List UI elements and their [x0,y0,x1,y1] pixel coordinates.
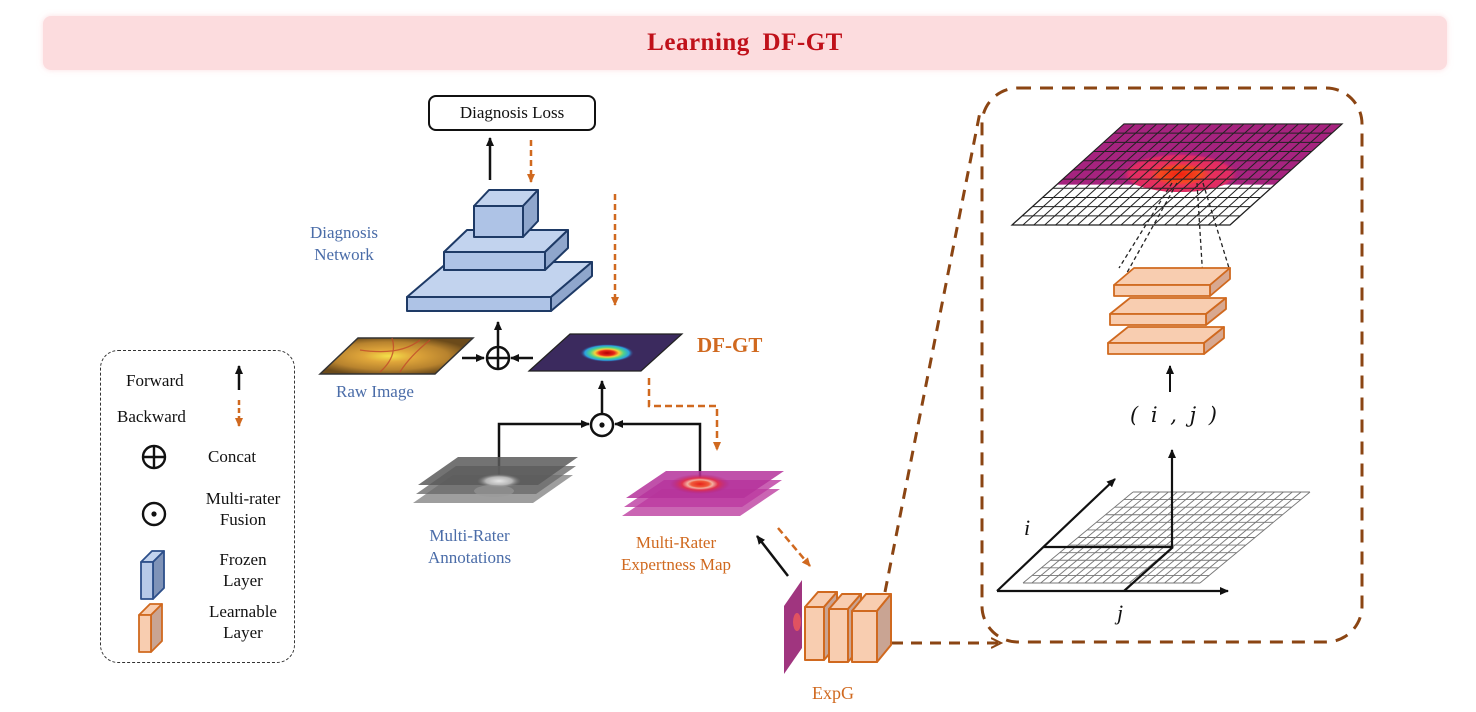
legend-forward-label: Forward [126,370,184,391]
expertness-map-label-line2: Expertness Map [621,554,731,576]
zoom-input-coordinate-grid [1023,492,1310,583]
legend-learnable-label: Learnable Layer [188,601,298,643]
expertness-map-label-line1: Multi-Rater [621,532,731,554]
legend-frozen-label-line1: Frozen [193,549,293,570]
backward-dfgt-to-expertness [649,378,717,450]
raw-image-fundus [320,338,473,374]
fusion-icon [591,414,613,436]
legend-fusion-label: Multi-rater Fusion [193,488,293,530]
coordinate-axes [997,450,1228,591]
expg-module [784,580,891,674]
annotations-label-line2: Annotations [428,547,511,569]
annotations-label: Multi-Rater Annotations [428,525,511,569]
dfgt-map [529,334,682,371]
legend-frozen-label-line2: Layer [193,570,293,591]
diagnosis-network-icon [407,190,592,311]
diagnosis-network-label: Diagnosis Network [310,222,378,266]
concat-icon [487,347,509,369]
zoom-connector-diagonal [885,112,980,592]
legend-concat-label: Concat [208,446,256,467]
legend-fusion-label-line2: Fusion [193,509,293,530]
diagnosis-network-label-line2: Network [310,244,378,266]
backward-to-expg-arrow [778,528,810,566]
legend-fusion-label-line1: Multi-rater [193,488,293,509]
axis-j-label: j [1117,600,1123,626]
dfgt-label: DF-GT [697,333,762,358]
expg-label: ExpG [812,682,854,704]
expg-to-expertness-arrow [757,536,788,576]
coordinate-label: ( i , j ) [1130,403,1220,427]
annotations-label-line1: Multi-Rater [428,525,511,547]
multi-rater-expertness-stack [622,471,784,516]
legend-backward-label: Backward [117,406,186,427]
legend-frozen-label: Frozen Layer [193,549,293,591]
zoom-learnable-layers [1108,268,1230,354]
zoom-output-grid-map [1012,124,1342,225]
legend-learnable-label-line1: Learnable [188,601,298,622]
axis-i-label: i [1024,515,1030,541]
diagnosis-network-label-line1: Diagnosis [310,222,378,244]
legend-learnable-label-line2: Layer [188,622,298,643]
raw-image-label: Raw Image [336,381,414,403]
expertness-map-label: Multi-Rater Expertness Map [621,532,731,576]
diagnosis-loss-box: Diagnosis Loss [428,95,596,131]
diagnosis-loss-label: Diagnosis Loss [460,103,564,123]
expertness-to-fusion-arrow [615,424,700,478]
multi-rater-annotations-stack [413,457,578,503]
